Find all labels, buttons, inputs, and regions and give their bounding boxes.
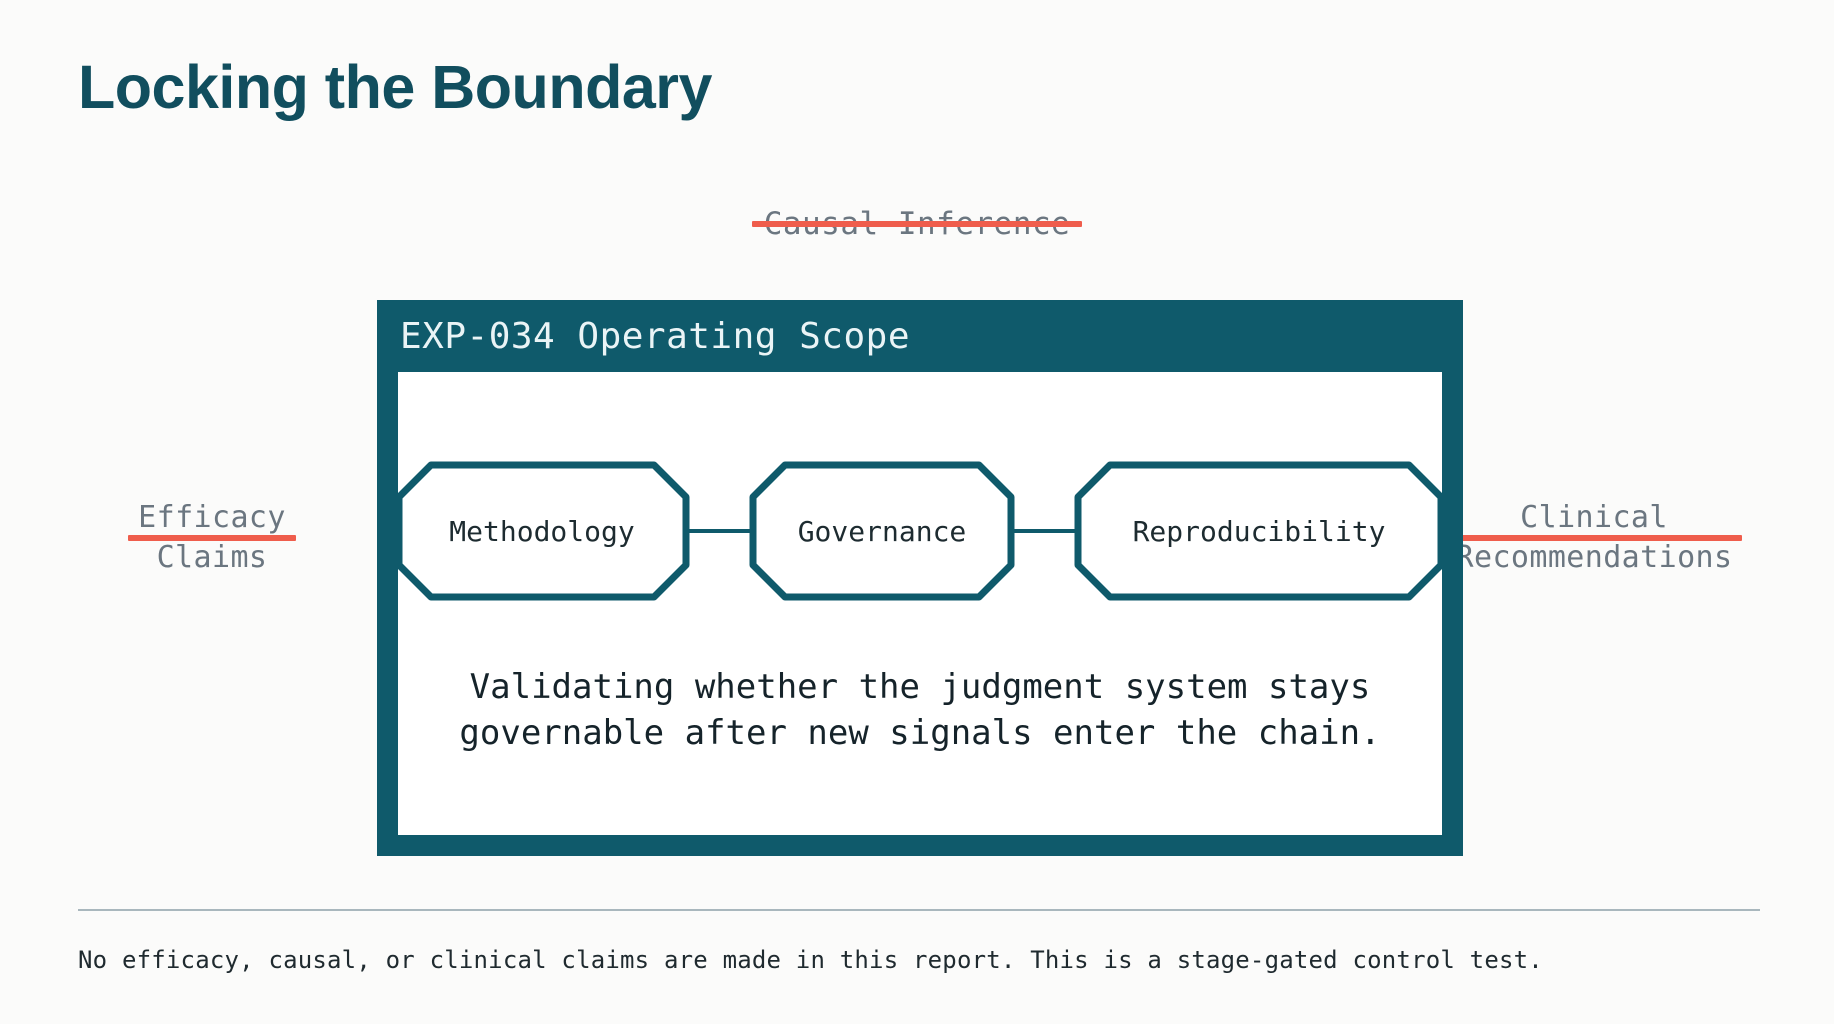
excluded-label-line-2: Recommendations bbox=[1455, 539, 1733, 575]
scope-statement-line-1: Validating whether the judgment system s… bbox=[469, 667, 1371, 707]
operating-scope-panel: Methodology Governance Reproducibility bbox=[398, 372, 1442, 835]
operating-scope-header-title: EXP-034 Operating Scope bbox=[400, 315, 910, 357]
node-methodology-shape bbox=[398, 461, 690, 601]
scope-statement: Validating whether the judgment system s… bbox=[398, 664, 1442, 756]
process-chain-diagram: Methodology Governance Reproducibility bbox=[398, 460, 1442, 602]
operating-scope-header: EXP-034 Operating Scope bbox=[377, 300, 1463, 372]
node-methodology-label: Methodology bbox=[449, 515, 634, 548]
footer-divider bbox=[78, 909, 1760, 911]
node-reproducibility-label: Reproducibility bbox=[1133, 515, 1386, 548]
strikethrough-bar-icon bbox=[751, 221, 1083, 227]
strikethrough-bar-icon bbox=[1445, 534, 1743, 541]
node-reproducibility-shape bbox=[1074, 461, 1442, 601]
process-chain-svg: Methodology Governance Reproducibility bbox=[398, 461, 1442, 601]
excluded-label-line-2: Claims bbox=[156, 539, 268, 575]
excluded-label-line-1: Efficacy bbox=[138, 500, 286, 535]
excluded-scope-top: Causal Inference bbox=[0, 206, 1834, 242]
page-title: Locking the Boundary bbox=[78, 53, 712, 121]
node-governance[interactable]: Governance bbox=[749, 461, 1015, 601]
excluded-label-clinical-recommendations-wrap: Clinical Recommendations bbox=[1445, 498, 1743, 577]
excluded-label-line-1: Clinical bbox=[1520, 500, 1668, 535]
node-governance-shape bbox=[749, 461, 1015, 601]
excluded-label-text: Causal Inference bbox=[763, 206, 1071, 242]
footer-disclaimer: No efficacy, causal, or clinical claims … bbox=[78, 946, 1543, 974]
strikethrough-bar-icon bbox=[128, 534, 296, 541]
node-governance-label: Governance bbox=[798, 515, 967, 548]
excluded-label-efficacy-claims-wrap: Efficacy Claims bbox=[128, 498, 296, 577]
excluded-label-causal-inference: Causal Inference bbox=[751, 206, 1083, 242]
node-reproducibility[interactable]: Reproducibility bbox=[1074, 461, 1442, 601]
node-methodology[interactable]: Methodology bbox=[398, 461, 690, 601]
excluded-label-clinical-recommendations: Clinical Recommendations bbox=[1394, 498, 1794, 577]
excluded-label-efficacy-claims: Efficacy Claims bbox=[62, 498, 362, 577]
scope-statement-line-2: governable after new signals enter the c… bbox=[459, 713, 1381, 754]
operating-scope-box: EXP-034 Operating Scope Methodology bbox=[377, 300, 1463, 856]
